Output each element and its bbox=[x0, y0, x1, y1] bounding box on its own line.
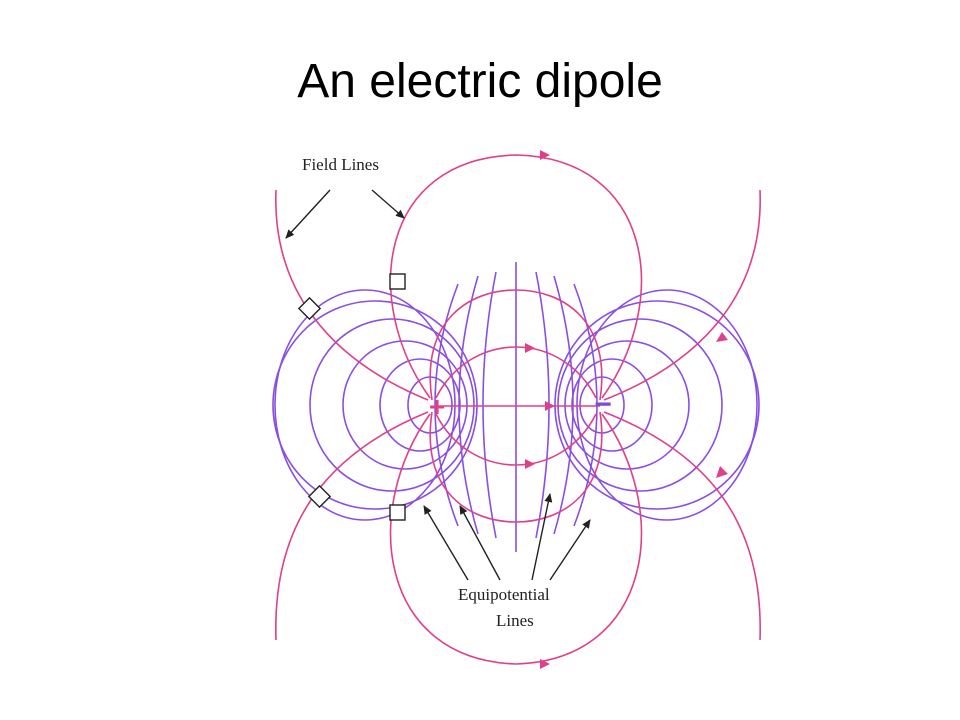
arrow-axis bbox=[545, 401, 555, 411]
equipotential-right-6 bbox=[576, 289, 758, 521]
equipotential-left-arc-2 bbox=[458, 275, 479, 535]
right-angle-marker-1 bbox=[389, 273, 406, 290]
equipotential-left-5 bbox=[272, 300, 478, 510]
equipotential-right-5 bbox=[554, 300, 760, 510]
arrow-top-inner bbox=[525, 343, 535, 353]
right-angle-marker-4 bbox=[389, 504, 406, 521]
arrow-right-up bbox=[716, 332, 728, 342]
equipotential-left-2 bbox=[379, 358, 461, 452]
equipotential-pointer-4 bbox=[549, 519, 591, 581]
equipotential-right-3 bbox=[564, 340, 690, 470]
field-lines-pointer-left bbox=[285, 189, 331, 239]
negative-charge: − bbox=[594, 388, 612, 421]
field-line-bottom-inner bbox=[435, 413, 597, 466]
right-angle-marker-3 bbox=[307, 484, 332, 509]
positive-charge: + bbox=[429, 391, 445, 422]
field-line-right-down bbox=[603, 411, 761, 641]
equipotential-right-arc-3 bbox=[573, 283, 598, 527]
slide-title: An electric dipole bbox=[297, 55, 663, 108]
field-line-left-down bbox=[275, 411, 429, 641]
field-lines-label: Field Lines bbox=[302, 155, 379, 174]
equipotential-lines bbox=[272, 262, 760, 552]
field-line-top-inner bbox=[435, 346, 597, 399]
right-angle-marker-2 bbox=[297, 296, 322, 321]
equipotential-left-arc-1 bbox=[482, 271, 497, 539]
equipotential-pointer-2 bbox=[459, 505, 501, 581]
equipotential-pointer-3 bbox=[531, 493, 553, 581]
equipotential-left-6 bbox=[274, 289, 456, 521]
right-angle-markers bbox=[297, 273, 406, 521]
arrow-top-outer bbox=[540, 150, 550, 160]
equipotential-left-3 bbox=[342, 340, 468, 470]
field-line-bottom-mid bbox=[429, 411, 603, 523]
equipotential-left-arc-3 bbox=[434, 283, 459, 527]
equipotential-label-line2: Lines bbox=[496, 611, 534, 630]
field-line-arrows bbox=[525, 150, 728, 669]
equipotential-label-line1: Equipotential bbox=[458, 585, 550, 604]
arrow-bottom-inner bbox=[525, 459, 535, 469]
field-lines-pointer-right bbox=[371, 189, 405, 219]
equipotential-right-arc-2 bbox=[553, 275, 574, 535]
equipotential-pointer-1 bbox=[423, 505, 469, 581]
field-line-right-up bbox=[603, 189, 761, 401]
equipotential-right-4 bbox=[557, 318, 723, 492]
arrow-bottom-outer bbox=[540, 659, 550, 669]
equipotential-left-4 bbox=[309, 318, 475, 492]
field-line-top-mid bbox=[429, 289, 603, 401]
equipotential-right-2 bbox=[571, 358, 653, 452]
arrow-right-down bbox=[716, 466, 728, 478]
field-line-top-outer bbox=[389, 154, 643, 399]
field-line-left-up bbox=[275, 189, 429, 401]
